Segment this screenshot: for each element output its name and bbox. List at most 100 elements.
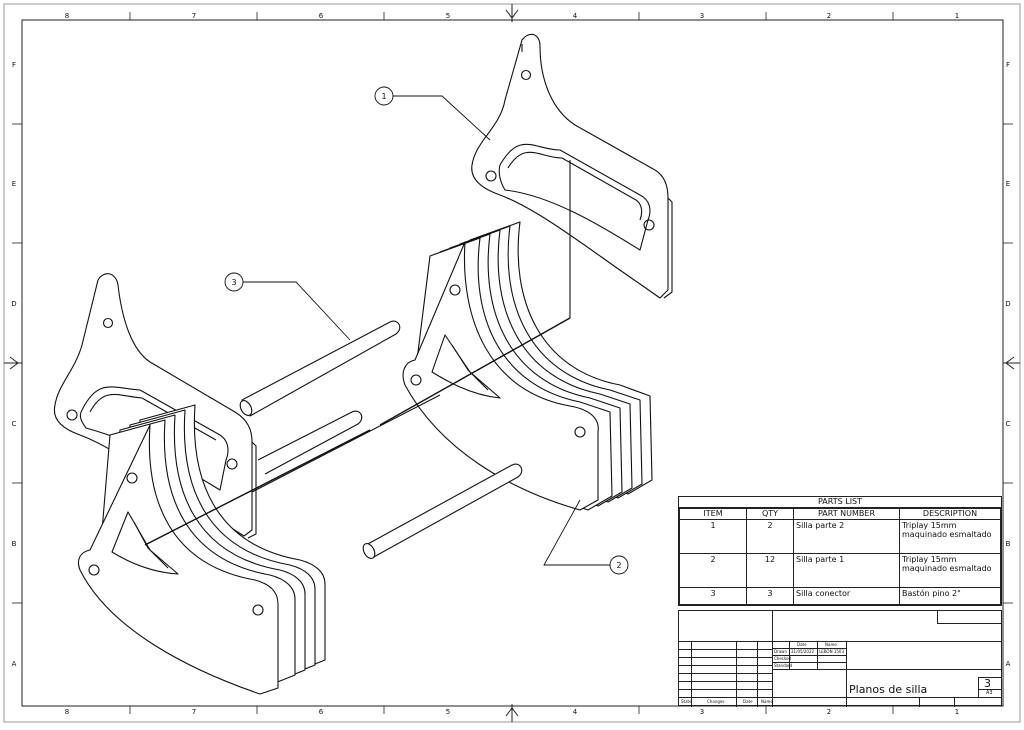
table-row: 2 12 Silla parte 1 Triplay 15mm maquinad… [679, 553, 1001, 588]
title-block: Date Name Drawn 31/05/2022 LEBON 1503 Ch… [678, 610, 1002, 707]
balloon-1: 1 [374, 86, 394, 106]
tb-grid-line [679, 673, 772, 674]
leader-lines [242, 95, 610, 566]
tb-grid-line [978, 677, 1002, 678]
zone-row-right-D: D [1005, 300, 1010, 308]
tb-grid-line [817, 641, 818, 669]
row-2-qty: 12 [746, 553, 794, 588]
tb-grid-line [937, 611, 938, 624]
tb-grid-line [679, 697, 1002, 698]
tb-grid-line [772, 611, 773, 707]
tb-grid-line [757, 641, 758, 707]
tb-grid-line [772, 655, 846, 656]
zone-row-left-E: E [12, 180, 16, 188]
balloon-2: 2 [609, 555, 629, 575]
zone-col-top-4: 4 [573, 12, 578, 20]
tb-grid-line [937, 623, 1002, 624]
row-2-item: 2 [679, 553, 747, 588]
zone-col-top-5: 5 [446, 12, 450, 20]
left-leg-stack [77, 404, 326, 695]
header-part-number: PART NUMBER [793, 508, 900, 520]
zone-col-bottom-6: 6 [319, 708, 324, 716]
zone-row-right-C: C [1006, 420, 1011, 428]
tb-standard-label: Standard [774, 663, 793, 668]
tb-grid-line [736, 641, 737, 707]
row-3-qty: 3 [746, 587, 794, 605]
tb-date-label: Date [743, 699, 753, 704]
tb-checked-label: Checked [774, 656, 792, 661]
row-1-qty: 2 [746, 519, 794, 554]
zone-row-right-B: B [1006, 540, 1011, 548]
zone-col-bottom-4: 4 [573, 708, 578, 716]
table-row: 3 3 Silla conector Bastón pino 2" [679, 587, 1001, 605]
tb-grid-line [679, 665, 772, 666]
balloon-3: 3 [224, 272, 244, 292]
tb-grid-line [978, 677, 979, 697]
tb-grid-line [679, 689, 772, 690]
zone-col-top-6: 6 [319, 12, 324, 20]
tb-drawn-date: 31/05/2022 [791, 649, 815, 654]
tb-drawn-name: LEBON 1503 [819, 649, 845, 654]
zone-col-top-3: 3 [700, 12, 704, 20]
zone-col-bottom-3: 3 [700, 708, 704, 716]
zone-col-top-2: 2 [827, 12, 831, 20]
sheet-number: 3 [984, 677, 991, 690]
tb-grid-line [919, 697, 920, 707]
tb-grid-line [679, 641, 772, 642]
zone-col-top-7: 7 [192, 12, 196, 20]
zone-col-bottom-2: 2 [827, 708, 831, 716]
row-2-part-number: Silla parte 1 [793, 553, 900, 588]
zone-row-left-A: A [12, 660, 17, 668]
zone-col-top-1: 1 [955, 12, 959, 20]
zone-ticks [12, 12, 1013, 714]
tb-grid-line [772, 669, 1002, 670]
tb-name-label: Name [761, 699, 773, 704]
header-description: DESCRIPTION [899, 508, 1001, 520]
header-qty: QTY [746, 508, 794, 520]
row-1-part-number: Silla parte 2 [793, 519, 900, 554]
zone-row-left-F: F [12, 61, 16, 69]
drawing-title: Planos de silla [849, 683, 928, 696]
row-1-item: 1 [679, 519, 747, 554]
tb-grid-line [772, 641, 1002, 642]
tb-name-header: Name [825, 642, 837, 647]
tb-changes-label: Changes [707, 699, 725, 704]
parts-list-title: PARTS LIST [679, 497, 1001, 508]
connector-rods [239, 320, 523, 559]
table-row: 1 2 Silla parte 2 Triplay 15mm maquinado… [679, 519, 1001, 554]
tb-date-header: Date [797, 642, 807, 647]
tb-grid-line [772, 648, 846, 649]
row-2-description: Triplay 15mm maquinado esmaltado [899, 553, 1001, 588]
tb-grid-line [772, 662, 846, 663]
tb-grid-line [679, 657, 772, 658]
row-1-description: Triplay 15mm maquinado esmaltado [899, 519, 1001, 554]
row-3-description: Bastón pino 2" [899, 587, 1001, 605]
zone-col-bottom-7: 7 [192, 708, 196, 716]
zone-row-left-D: D [11, 300, 16, 308]
exploded-assembly [53, 33, 673, 695]
zone-col-bottom-8: 8 [65, 708, 69, 716]
tb-grid-line [789, 641, 790, 669]
zone-col-bottom-5: 5 [446, 708, 450, 716]
right-back-plate [471, 33, 673, 318]
tb-grid-line [679, 681, 772, 682]
centering-marks [4, 4, 1020, 722]
parts-list: PARTS LIST ITEM QTY PART NUMBER DESCRIPT… [678, 496, 1002, 606]
tb-grid-line [691, 641, 692, 707]
tb-grid-line [978, 689, 1002, 690]
tb-grid-line [954, 697, 955, 707]
zone-row-right-F: F [1006, 61, 1010, 69]
sheet-size: A3 [986, 690, 993, 696]
zone-row-right-A: A [1006, 660, 1011, 668]
header-item: ITEM [679, 508, 747, 520]
zone-row-left-C: C [12, 420, 17, 428]
parts-list-header-row: ITEM QTY PART NUMBER DESCRIPTION [679, 508, 1001, 520]
row-3-part-number: Silla conector [793, 587, 900, 605]
tb-state-label: State [681, 699, 692, 704]
balloon-3-label: 3 [231, 278, 236, 287]
balloons: 1 2 3 [224, 86, 629, 575]
zone-labels: 8 7 6 5 4 3 2 1 8 7 6 5 4 3 2 1 F E D C … [11, 12, 1010, 716]
tb-grid-line [846, 641, 847, 707]
